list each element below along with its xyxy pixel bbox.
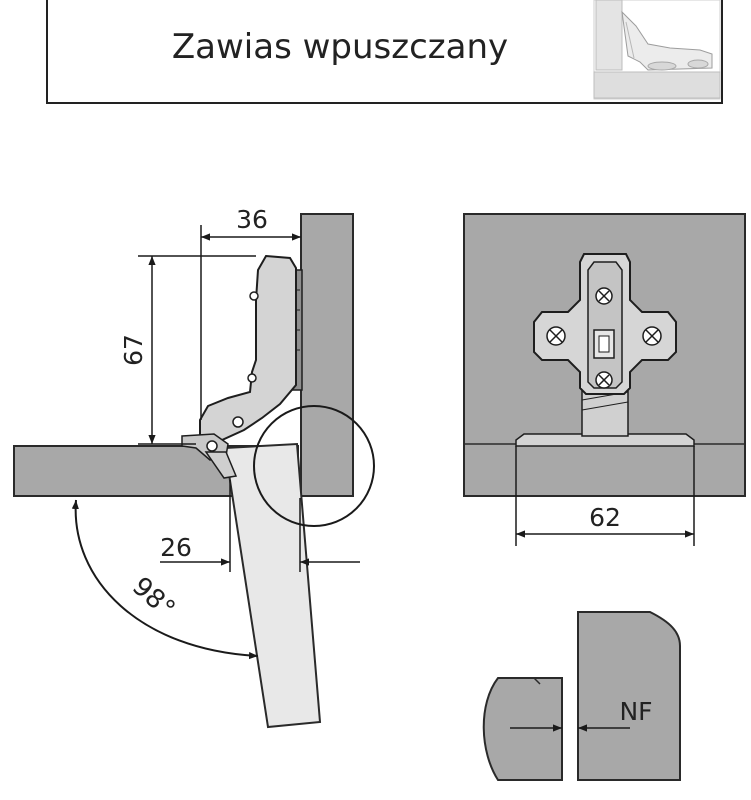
dim-label-26: 26 [160,533,192,562]
front-view: 62 [463,213,746,546]
nf-detail: NF [482,611,681,781]
hinge-thumbnail [593,0,721,100]
dim-label-36: 36 [236,205,268,234]
screw-icon [546,287,662,389]
side-view: 36 67 26 98° [13,205,375,729]
header-box: Zawias wpuszczany [46,0,723,104]
header-title: Zawias wpuszczany [172,27,508,67]
cabinet-wall [300,213,354,497]
door-edge-profile [482,677,563,781]
hinge-arm [199,254,297,444]
nf-label: NF [619,697,652,726]
dim-label-67: 67 [119,334,148,366]
cabinet-edge-profile [577,611,681,781]
detail-circle [253,405,375,527]
dim-label-62: 62 [589,503,621,532]
